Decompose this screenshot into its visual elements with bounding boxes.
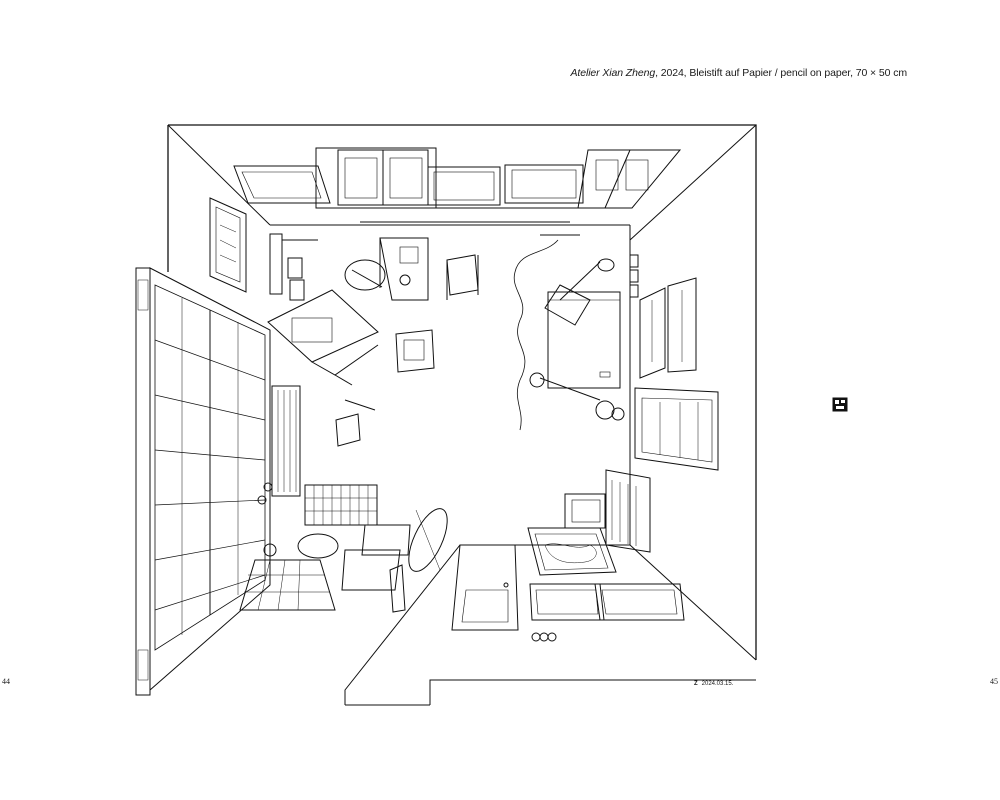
signature-date: 2024.03.15.	[701, 681, 734, 687]
floor-rug-and-prints	[527, 527, 685, 621]
seal-stamp-icon	[832, 397, 848, 412]
artwork-title: Atelier Xian Zheng	[570, 67, 656, 79]
lamp	[529, 234, 625, 421]
artwork-details: , 2024, Bleistift auf Papier / pencil on…	[655, 67, 907, 79]
page-number-left: 44	[2, 677, 10, 686]
radiator	[271, 385, 301, 497]
artwork-caption: Atelier Xian Zheng, 2024, Bleistift auf …	[571, 67, 908, 79]
door	[451, 544, 557, 642]
top-wall-windows	[315, 147, 682, 223]
chairs	[335, 254, 479, 447]
floor-cable	[513, 239, 559, 431]
bottom-right-furniture	[564, 469, 651, 553]
right-wall-pictures	[629, 254, 719, 471]
signature-mark: Z	[694, 681, 698, 687]
bottom-left-clutter	[239, 482, 448, 613]
drafting-table	[267, 289, 379, 386]
bed	[544, 284, 621, 389]
room-outline	[167, 124, 757, 706]
page-number-right: 45	[990, 677, 998, 686]
wall-pictures-left	[209, 165, 331, 293]
top-left-shelf	[269, 233, 318, 301]
desk	[379, 237, 429, 301]
left-window	[135, 267, 271, 696]
